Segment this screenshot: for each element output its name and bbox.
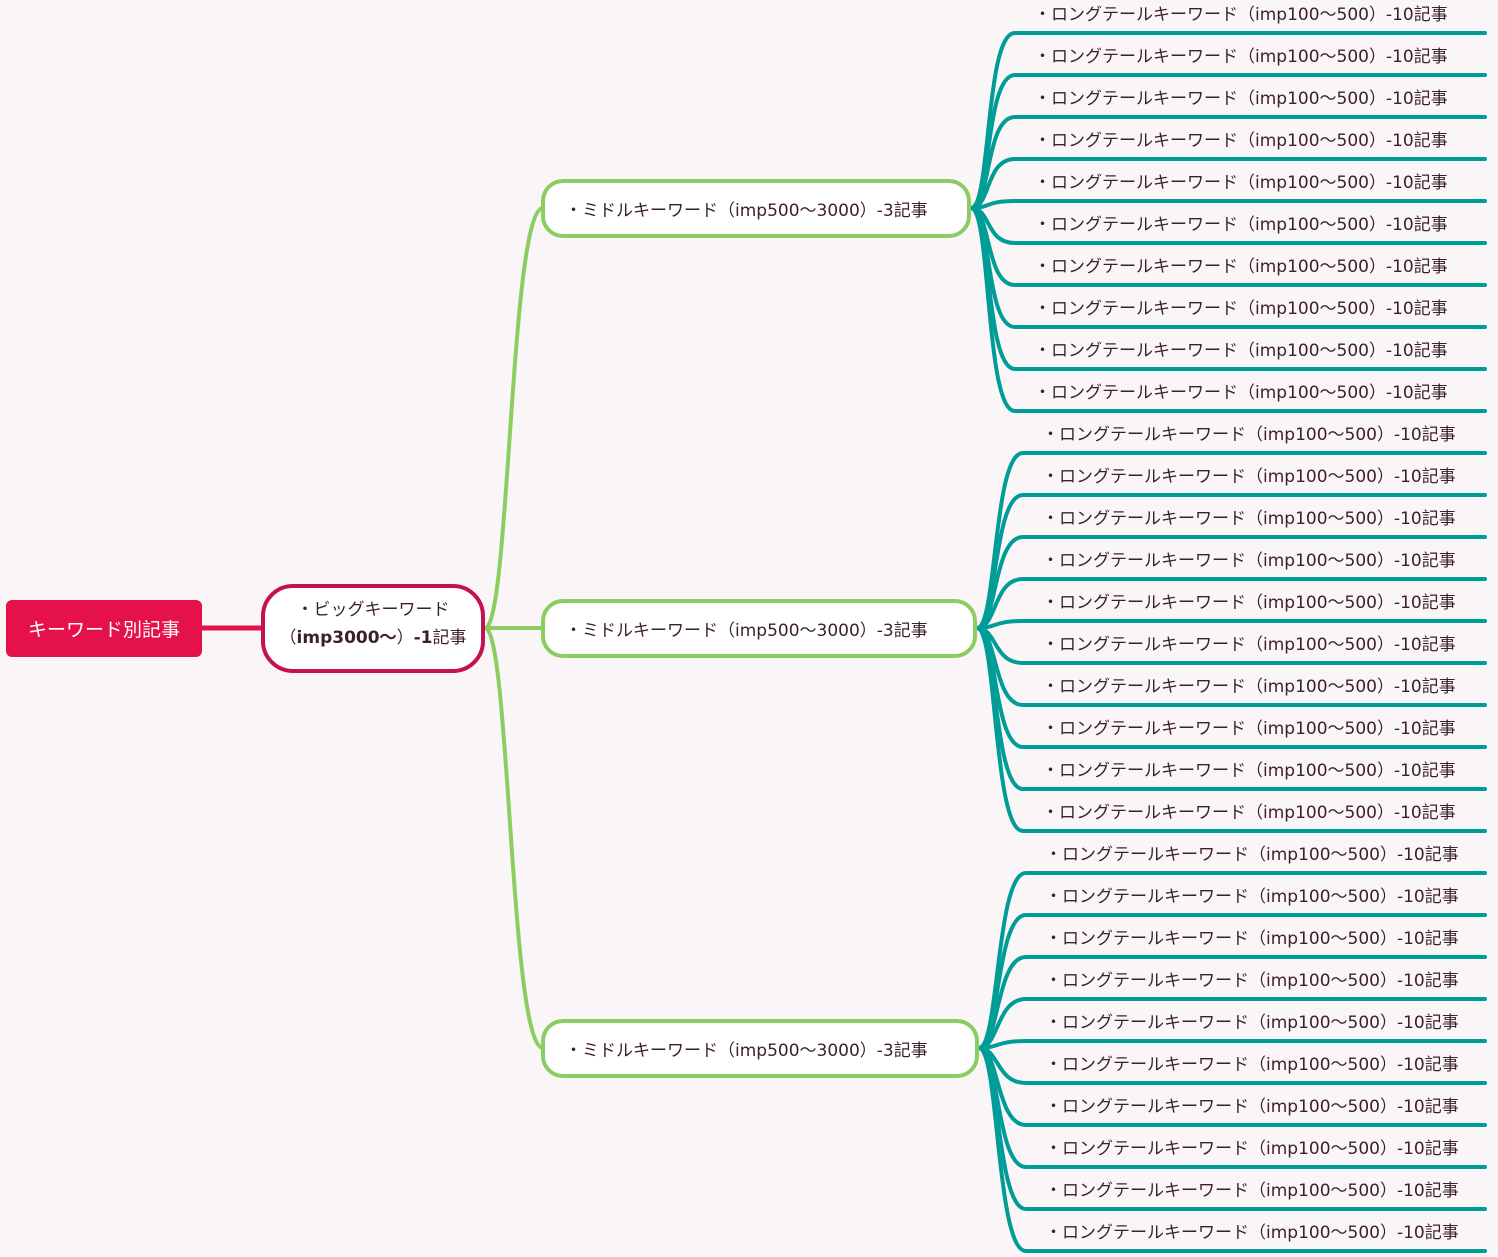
longtail-keyword-leaf[interactable]: ・ロングテールキーワード（imp100〜500）-10記事 bbox=[1045, 1223, 1459, 1243]
big-keyword-line1: ・ビッグキーワード bbox=[296, 600, 450, 620]
longtail-keyword-leaf[interactable]: ・ロングテールキーワード（imp100〜500）-10記事 bbox=[1034, 5, 1448, 25]
root-node[interactable]: キーワード別記事 bbox=[6, 600, 202, 657]
longtail-keyword-leaf[interactable]: ・ロングテールキーワード（imp100〜500）-10記事 bbox=[1045, 971, 1459, 991]
middle-to-leaf-connector bbox=[969, 206, 1487, 413]
middle-to-leaf-connector bbox=[969, 199, 1487, 210]
longtail-keyword-leaf[interactable]: ・ロングテールキーワード（imp100〜500）-10記事 bbox=[1042, 635, 1456, 655]
longtail-keyword-leaf[interactable]: ・ロングテールキーワード（imp100〜500）-10記事 bbox=[1045, 929, 1459, 949]
middle-keyword-node-1[interactable]: ・ミドルキーワード（imp500〜3000）-3記事 bbox=[541, 179, 971, 238]
longtail-keyword-leaf[interactable]: ・ロングテールキーワード（imp100〜500）-10記事 bbox=[1045, 1181, 1459, 1201]
longtail-keyword-leaf[interactable]: ・ロングテールキーワード（imp100〜500）-10記事 bbox=[1045, 1013, 1459, 1033]
longtail-keyword-leaf[interactable]: ・ロングテールキーワード（imp100〜500）-10記事 bbox=[1034, 131, 1448, 151]
root-label: キーワード別記事 bbox=[27, 619, 180, 641]
middle-keyword-node-2[interactable]: ・ミドルキーワード（imp500〜3000）-3記事 bbox=[541, 599, 977, 658]
longtail-keyword-leaf[interactable]: ・ロングテールキーワード（imp100〜500）-10記事 bbox=[1045, 845, 1459, 865]
middle-to-leaf-connector bbox=[975, 626, 1487, 833]
longtail-keyword-leaf[interactable]: ・ロングテールキーワード（imp100〜500）-10記事 bbox=[1042, 425, 1456, 445]
big-keyword-line2: （imp3000〜）-1記事 bbox=[279, 628, 467, 648]
big-to-middle-connector bbox=[483, 626, 545, 1050]
longtail-keyword-leaf[interactable]: ・ロングテールキーワード（imp100〜500）-10記事 bbox=[1042, 677, 1456, 697]
longtail-keyword-leaf[interactable]: ・ロングテールキーワード（imp100〜500）-10記事 bbox=[1034, 257, 1448, 277]
longtail-keyword-leaf[interactable]: ・ロングテールキーワード（imp100〜500）-10記事 bbox=[1042, 761, 1456, 781]
longtail-keyword-leaf[interactable]: ・ロングテールキーワード（imp100〜500）-10記事 bbox=[1042, 719, 1456, 739]
longtail-keyword-leaf[interactable]: ・ロングテールキーワード（imp100〜500）-10記事 bbox=[1034, 299, 1448, 319]
big-keyword-node[interactable]: ・ビッグキーワード （imp3000〜）-1記事 bbox=[261, 584, 485, 673]
middle-keyword-label: ・ミドルキーワード（imp500〜3000）-3記事 bbox=[565, 1041, 928, 1061]
longtail-keyword-leaf[interactable]: ・ロングテールキーワード（imp100〜500）-10記事 bbox=[1042, 803, 1456, 823]
middle-keyword-node-3[interactable]: ・ミドルキーワード（imp500〜3000）-3記事 bbox=[541, 1019, 979, 1078]
middle-keyword-label: ・ミドルキーワード（imp500〜3000）-3記事 bbox=[565, 201, 928, 221]
longtail-keyword-leaf[interactable]: ・ロングテールキーワード（imp100〜500）-10記事 bbox=[1042, 467, 1456, 487]
longtail-keyword-leaf[interactable]: ・ロングテールキーワード（imp100〜500）-10記事 bbox=[1045, 1139, 1459, 1159]
middle-keyword-label: ・ミドルキーワード（imp500〜3000）-3記事 bbox=[565, 621, 928, 641]
longtail-keyword-leaf[interactable]: ・ロングテールキーワード（imp100〜500）-10記事 bbox=[1045, 887, 1459, 907]
longtail-keyword-leaf[interactable]: ・ロングテールキーワード（imp100〜500）-10記事 bbox=[1034, 341, 1448, 361]
longtail-keyword-leaf[interactable]: ・ロングテールキーワード（imp100〜500）-10記事 bbox=[1045, 1055, 1459, 1075]
longtail-keyword-leaf[interactable]: ・ロングテールキーワード（imp100〜500）-10記事 bbox=[1034, 89, 1448, 109]
longtail-keyword-leaf[interactable]: ・ロングテールキーワード（imp100〜500）-10記事 bbox=[1034, 215, 1448, 235]
longtail-keyword-leaf[interactable]: ・ロングテールキーワード（imp100〜500）-10記事 bbox=[1042, 593, 1456, 613]
middle-to-leaf-connector bbox=[977, 1046, 1487, 1253]
longtail-keyword-leaf[interactable]: ・ロングテールキーワード（imp100〜500）-10記事 bbox=[1034, 383, 1448, 403]
longtail-keyword-leaf[interactable]: ・ロングテールキーワード（imp100〜500）-10記事 bbox=[1045, 1097, 1459, 1117]
longtail-keyword-leaf[interactable]: ・ロングテールキーワード（imp100〜500）-10記事 bbox=[1034, 47, 1448, 67]
longtail-keyword-leaf[interactable]: ・ロングテールキーワード（imp100〜500）-10記事 bbox=[1042, 551, 1456, 571]
middle-to-leaf-connector bbox=[977, 1039, 1487, 1050]
longtail-keyword-leaf[interactable]: ・ロングテールキーワード（imp100〜500）-10記事 bbox=[1034, 173, 1448, 193]
big-to-middle-connector bbox=[483, 206, 545, 630]
longtail-keyword-leaf[interactable]: ・ロングテールキーワード（imp100〜500）-10記事 bbox=[1042, 509, 1456, 529]
middle-to-leaf-connector bbox=[975, 619, 1487, 630]
